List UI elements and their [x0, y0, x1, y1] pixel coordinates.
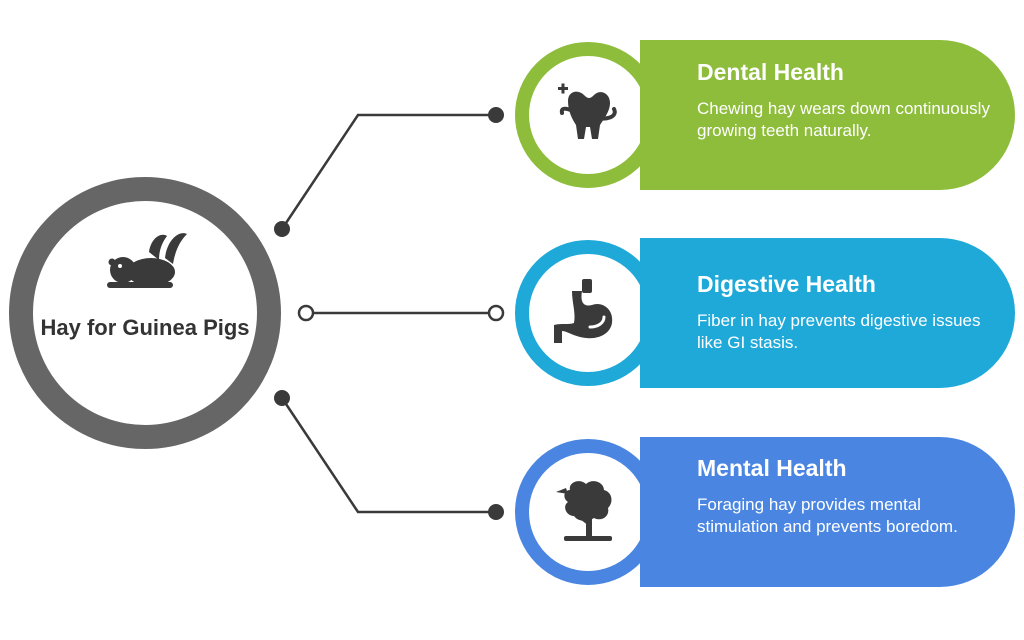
badge-dental	[515, 42, 661, 188]
endpoint-dental-outer	[488, 107, 504, 123]
card-mental-description: Foraging hay provides mental stimulation…	[697, 495, 958, 536]
card-digestive	[640, 238, 1015, 388]
card-mental	[640, 437, 1015, 587]
card-digestive-title: Digestive Health	[697, 271, 876, 297]
connector-dental	[280, 113, 496, 230]
center-title: Hay for Guinea Pigs	[40, 315, 250, 340]
endpoint-mental-inner	[274, 390, 290, 406]
endpoint-mental-outer	[488, 504, 504, 520]
connector-mental	[280, 397, 496, 514]
card-mental-title: Mental Health	[697, 455, 847, 481]
connector-endpoints	[274, 107, 505, 520]
badge-mental	[515, 439, 661, 585]
endpoint-digestive-inner	[297, 304, 315, 322]
stomach-icon	[554, 279, 613, 343]
endpoint-dental-inner	[274, 221, 290, 237]
badge-digestive	[515, 240, 661, 386]
card-dental	[640, 40, 1015, 190]
card-digestive-text: Digestive Health Fiber in hay prevents d…	[697, 270, 997, 354]
endpoint-digestive-outer	[487, 304, 505, 322]
card-digestive-description: Fiber in hay prevents digestive issues l…	[697, 311, 981, 352]
card-dental-text: Dental Health Chewing hay wears down con…	[697, 58, 997, 142]
card-mental-text: Mental Health Foraging hay provides ment…	[697, 454, 997, 538]
center-node	[9, 177, 281, 449]
tooth-icon	[558, 83, 617, 139]
guinea-pig-icon	[107, 233, 187, 288]
brain-tree-icon	[556, 481, 612, 541]
card-dental-description: Chewing hay wears down continuously grow…	[697, 99, 990, 140]
connectors	[280, 113, 496, 514]
card-dental-title: Dental Health	[697, 59, 844, 85]
center-ring	[9, 177, 281, 449]
